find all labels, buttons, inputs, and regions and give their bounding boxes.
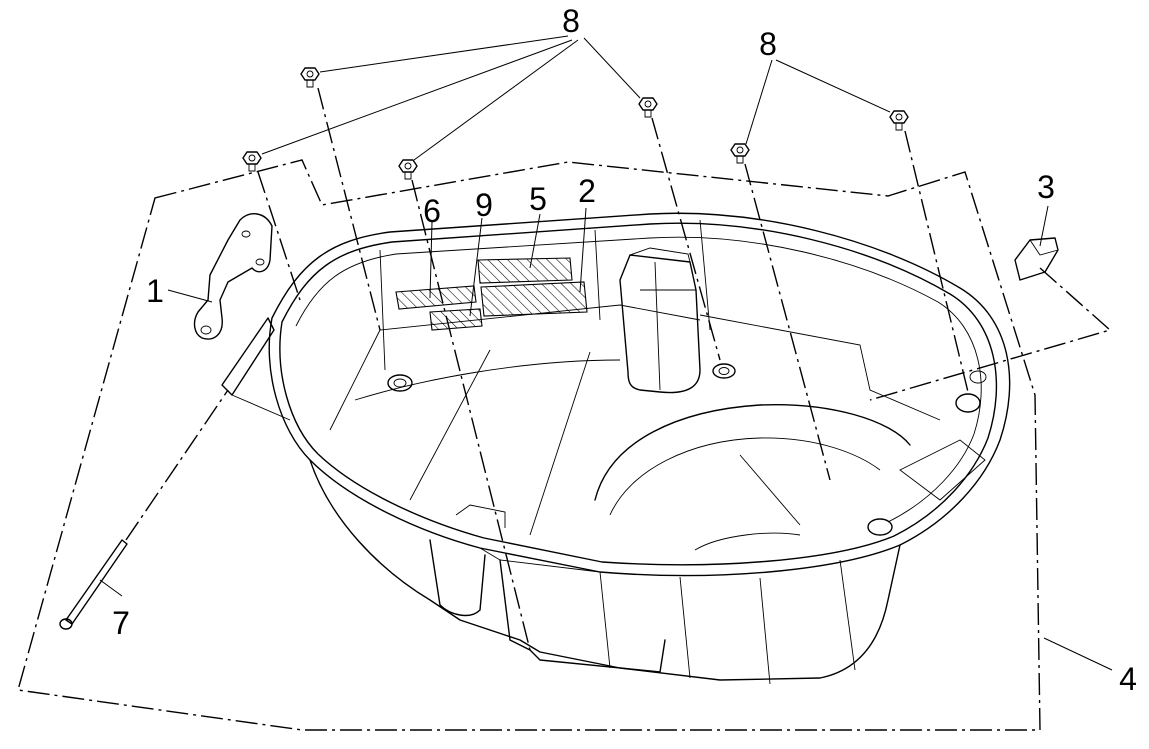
callout-2: 2 (578, 173, 596, 209)
bolt (398, 159, 418, 180)
label-2 (480, 281, 588, 317)
hinge-bracket (193, 213, 273, 340)
callout-9: 9 (475, 187, 493, 223)
assembly-boundary-line (17, 159, 1041, 731)
clip-part (1014, 237, 1059, 281)
storage-bin (221, 212, 1011, 685)
callout-1: 1 (146, 273, 164, 309)
callout-7: 7 (112, 605, 130, 641)
bolt (242, 151, 262, 172)
bolt (889, 110, 909, 131)
callout-6: 6 (423, 193, 441, 229)
callouts: 8 8 3 6 9 5 2 1 7 4 (112, 3, 1137, 697)
bolts (242, 67, 909, 180)
bolt (638, 97, 658, 118)
label-6 (395, 285, 477, 310)
label-5 (477, 257, 573, 284)
bolt (300, 67, 320, 88)
leader-lines (99, 35, 1113, 671)
callout-5: 5 (529, 181, 547, 217)
callout-3: 3 (1037, 169, 1055, 205)
assembly-axes (125, 87, 1112, 651)
bolt (730, 143, 750, 164)
callout-8-right: 8 (759, 26, 777, 62)
callout-4: 4 (1119, 661, 1137, 697)
warning-labels (395, 257, 588, 331)
hinge-pin (59, 539, 128, 630)
label-9 (429, 308, 483, 331)
callout-8-top: 8 (562, 3, 580, 39)
